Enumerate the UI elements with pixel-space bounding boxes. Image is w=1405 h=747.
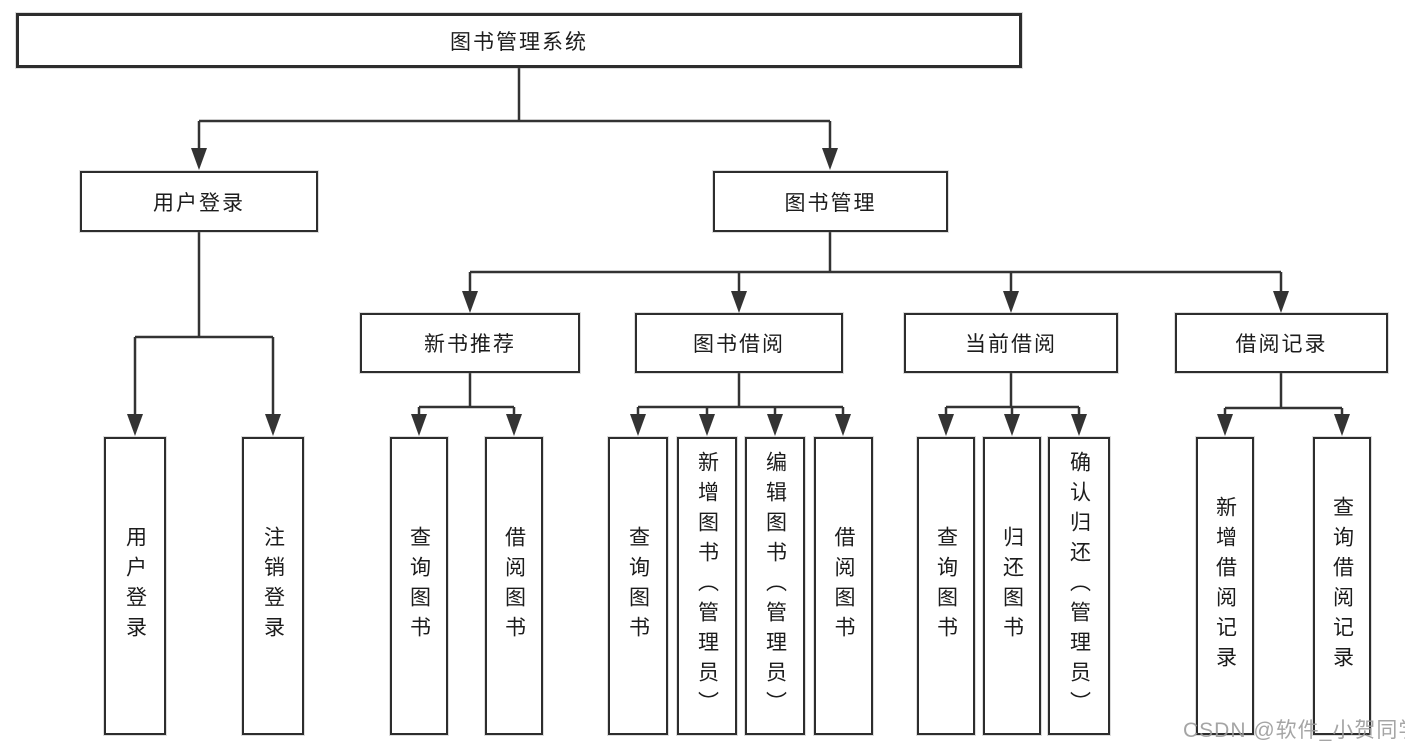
arrow-icon [938,414,954,436]
connector-user-login-branch [133,232,275,419]
leaf-add-borrow-record: 新增借阅记录 [1196,437,1254,735]
node-label: 新增借阅记录 [1213,496,1237,676]
node-label: 当前借阅 [965,333,1057,356]
connector-root-to-level2 [197,68,832,152]
node-label: 查询图书 [626,526,650,646]
node-label: 用户登录 [123,526,147,646]
leaf-borrow-books-borrowing: 借阅图书 [814,437,873,735]
node-label: 确认归还（管理员） [1067,451,1091,721]
connector-current-branch [944,373,1081,420]
arrow-icon [191,148,207,170]
node-new-book-recommendation: 新书推荐 [360,313,580,373]
node-label: 查询借阅记录 [1330,496,1354,676]
node-label: 新书推荐 [424,333,516,356]
leaf-logout: 注销登录 [242,437,304,735]
node-library-system: 图书管理系统 [16,13,1022,68]
leaf-user-login: 用户登录 [104,437,166,735]
leaf-return-books: 归还图书 [983,437,1041,735]
arrow-icon [265,414,281,436]
connector-borrowing-branch [636,373,845,420]
arrow-icon [630,414,646,436]
arrow-icon [1217,414,1233,436]
node-label: 编辑图书（管理员） [763,451,787,721]
node-label: 查询图书 [934,526,958,646]
arrow-icon [127,414,143,436]
node-label: 用户登录 [153,191,245,215]
arrow-icon [1004,414,1020,436]
leaf-query-books-recommend: 查询图书 [390,437,448,735]
leaf-query-books-current: 查询图书 [917,437,975,735]
node-label: 图书管理 [784,191,877,215]
leaf-confirm-return-admin: 确认归还（管理员） [1048,437,1110,735]
node-label: 归还图书 [1000,526,1024,646]
node-label: 查询图书 [407,526,431,646]
arrow-icon [822,148,838,170]
arrow-icon [462,291,478,313]
arrow-icon [699,414,715,436]
node-book-management: 图书管理 [713,171,948,232]
arrow-icon [1334,414,1350,436]
leaf-query-borrow-record: 查询借阅记录 [1313,437,1371,735]
arrow-icon [835,414,851,436]
arrow-icon [767,414,783,436]
arrow-icon [1003,291,1019,313]
arrow-icon [411,414,427,436]
node-label: 借阅图书 [832,526,855,646]
node-user-login: 用户登录 [80,171,318,232]
connector-records-branch [1223,373,1344,420]
node-label: 图书借阅 [693,333,785,356]
leaf-query-books-borrowing: 查询图书 [608,437,668,735]
connector-book-management-branch [468,232,1283,296]
node-borrowing-records: 借阅记录 [1175,313,1388,373]
node-current-borrowing: 当前借阅 [904,313,1118,373]
leaf-edit-books-admin: 编辑图书（管理员） [745,437,805,735]
node-label: 注销登录 [261,526,285,646]
node-book-borrowing: 图书借阅 [635,313,843,373]
connector-recommend-branch [417,373,516,420]
node-label: 新增图书（管理员） [695,451,719,721]
arrow-icon [1071,414,1087,436]
arrow-icon [1273,291,1289,313]
leaf-borrow-books-recommend: 借阅图书 [485,437,543,735]
arrow-icon [731,291,747,313]
node-label: 借阅记录 [1235,333,1328,356]
leaf-add-books-admin: 新增图书（管理员） [677,437,737,735]
node-label: 借阅图书 [502,526,526,646]
arrow-icon [506,414,522,436]
node-label: 图书管理系统 [450,30,588,54]
